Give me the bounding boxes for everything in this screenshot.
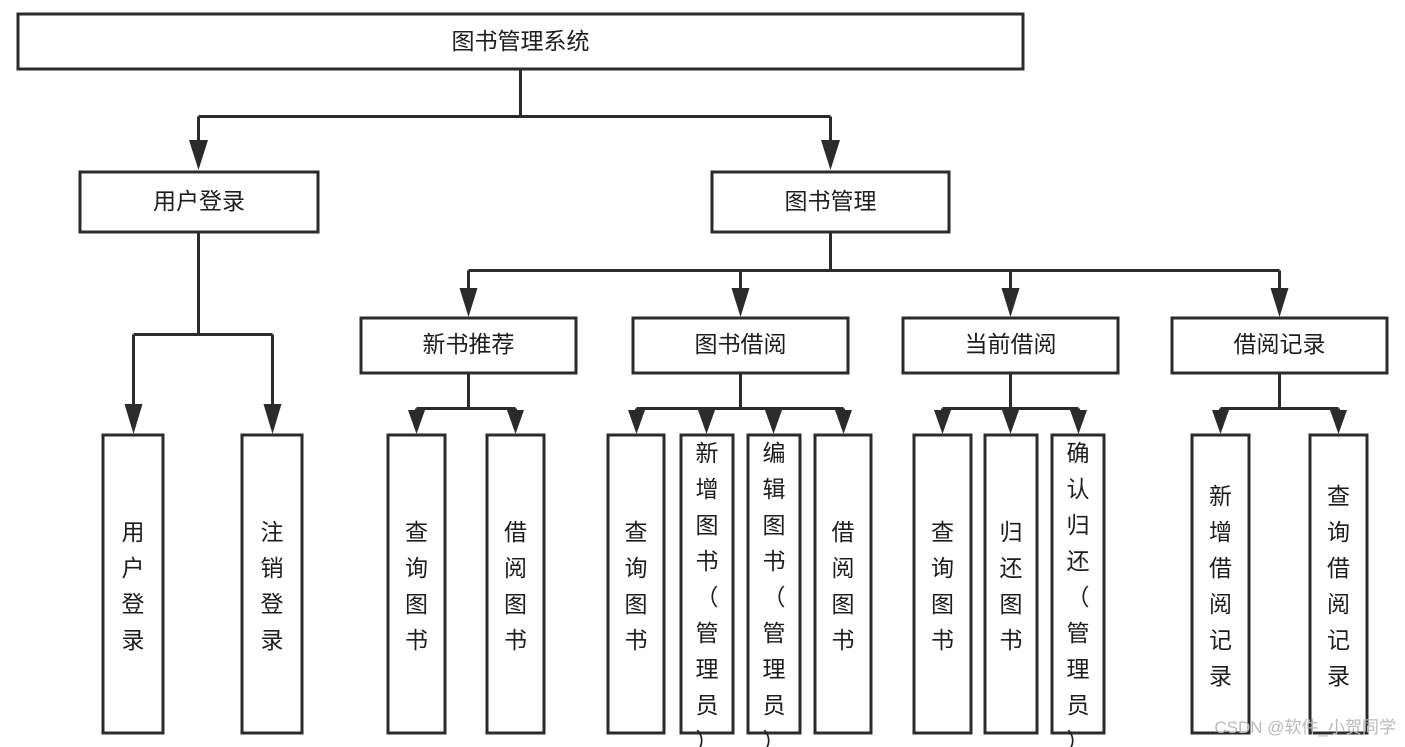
node-leaf-return-book-box[interactable] (983, 433, 1039, 735)
node-leaf-borrow-book-recommend-label: 借阅图书 (504, 519, 527, 653)
node-leaf-add-borrow-record-box[interactable] (1190, 433, 1251, 735)
arrow-head-leaf-confirm-return (1070, 410, 1087, 434)
node-root[interactable]: 图书管理系统 (16, 12, 1025, 71)
arrow-head-borrow-record (1270, 288, 1289, 317)
node-leaf-add-borrow-record-label: 新增借阅记录 (1209, 483, 1232, 689)
node-leaf-query-book-borrow-box[interactable] (606, 433, 666, 735)
node-leaf-add-book-box[interactable] (679, 433, 735, 735)
node-leaf-query-book-current[interactable] (912, 433, 973, 735)
node-leaf-confirm-return-box[interactable] (1050, 433, 1106, 735)
node-leaf-logout-label: 注销登录 (261, 519, 284, 653)
node-leaf-borrow-book-recommend[interactable] (485, 433, 546, 735)
node-book-borrow-box[interactable] (631, 316, 850, 375)
node-leaf-confirm-return[interactable] (1050, 433, 1106, 735)
arrow-head-leaf-borrow-book (835, 410, 852, 434)
node-leaf-query-borrow-record-box[interactable] (1308, 433, 1369, 735)
node-leaf-edit-book[interactable] (746, 433, 802, 735)
arrow-head-leaf-return-book (1002, 410, 1019, 434)
node-book-manage-label: 图书管理 (785, 188, 877, 214)
node-book-borrow[interactable]: 图书借阅 (631, 316, 850, 375)
arrow-head-leaf-query-book-recommend (408, 410, 425, 434)
arrow-head-leaf-borrow-book-recommend (507, 410, 524, 434)
node-book-borrow-label: 图书借阅 (695, 331, 787, 357)
arrow-head-leaf-add-borrow-record (1212, 410, 1229, 434)
node-borrow-record-box[interactable] (1170, 316, 1389, 375)
node-book-manage-box[interactable] (710, 170, 951, 234)
arrow-head-leaf-query-borrow-record (1330, 410, 1347, 434)
arrow-head-current-borrow (1001, 288, 1020, 317)
node-leaf-query-book-borrow-label: 查询图书 (625, 519, 648, 653)
node-leaf-edit-book-label: 编辑图书（管理员） (763, 440, 786, 747)
arrow-head-user-login (189, 140, 208, 170)
node-leaf-user-login[interactable] (101, 433, 165, 735)
node-leaf-query-book-recommend[interactable] (386, 433, 447, 735)
node-leaf-logout[interactable] (240, 433, 304, 735)
node-new-book-recommend-box[interactable] (359, 316, 578, 375)
node-leaf-query-book-borrow[interactable] (606, 433, 666, 735)
node-leaf-borrow-book-box[interactable] (813, 433, 873, 735)
node-root-label: 图书管理系统 (452, 28, 590, 54)
node-leaf-query-book-current-label: 查询图书 (931, 519, 954, 653)
node-user-login-label: 用户登录 (153, 188, 245, 214)
arrow-head-leaf-add-book (698, 410, 715, 434)
arrow-head-book-borrow (731, 288, 750, 317)
node-book-manage[interactable]: 图书管理 (710, 170, 951, 234)
node-current-borrow[interactable]: 当前借阅 (901, 316, 1120, 375)
arrow-head-leaf-edit-book (765, 410, 782, 434)
leaf-label-layer: 用户登录 注销登录 查询图书 借阅图书 查询图书 新增图书（管理员） 编辑图书（管理员） 借阅… (122, 440, 1351, 747)
node-leaf-query-book-current-box[interactable] (912, 433, 973, 735)
arrow-head-leaf-query-book-current (934, 410, 951, 434)
node-leaf-confirm-return-label: 确认归还（管理员） (1067, 440, 1090, 747)
arrow-head-leaf-user-login (124, 404, 143, 434)
node-root-box[interactable] (16, 12, 1025, 71)
connector-group-book-manage (459, 232, 1289, 317)
node-leaf-borrow-book-label: 借阅图书 (832, 519, 855, 653)
node-leaf-query-book-recommend-box[interactable] (386, 433, 447, 735)
node-leaf-edit-book-box[interactable] (746, 433, 802, 735)
node-leaf-add-book[interactable] (679, 433, 735, 735)
node-leaf-query-borrow-record-label: 查询借阅记录 (1327, 483, 1350, 689)
node-leaf-query-book-recommend-label: 查询图书 (405, 519, 428, 653)
node-leaf-return-book-label: 归还图书 (1000, 519, 1023, 653)
arrow-head-leaf-query-book-borrow (628, 410, 645, 434)
arrow-head-book-manage (821, 140, 840, 170)
connector-group-root (189, 69, 840, 170)
connector-group-current-borrow (934, 373, 1087, 434)
node-leaf-return-book[interactable] (983, 433, 1039, 735)
node-user-login[interactable]: 用户登录 (78, 170, 320, 234)
node-leaf-add-borrow-record[interactable] (1190, 433, 1251, 735)
node-user-login-box[interactable] (78, 170, 320, 234)
connector-group-user-login (124, 232, 282, 434)
node-leaf-user-login-label: 用户登录 (122, 519, 145, 653)
node-new-book-recommend[interactable]: 新书推荐 (359, 316, 578, 375)
node-leaf-query-borrow-record[interactable] (1308, 433, 1369, 735)
connector-group-borrow-record (1212, 373, 1347, 434)
node-current-borrow-label: 当前借阅 (965, 331, 1057, 357)
connector-group-new-book-recommend (408, 373, 524, 434)
node-leaf-add-book-label: 新增图书（管理员） (696, 440, 719, 747)
csdn-watermark: CSDN @软件_小贺同学 (1214, 718, 1396, 737)
arrow-head-new-book-recommend (459, 288, 478, 317)
node-current-borrow-box[interactable] (901, 316, 1120, 375)
node-leaf-borrow-book-recommend-box[interactable] (485, 433, 546, 735)
node-leaf-logout-box[interactable] (240, 433, 304, 735)
connector-group-book-borrow (628, 373, 852, 434)
node-borrow-record[interactable]: 借阅记录 (1170, 316, 1389, 375)
node-leaf-borrow-book[interactable] (813, 433, 873, 735)
arrow-head-leaf-logout (263, 404, 282, 434)
node-leaf-user-login-box[interactable] (101, 433, 165, 735)
node-new-book-recommend-label: 新书推荐 (423, 331, 515, 357)
node-borrow-record-label: 借阅记录 (1234, 331, 1326, 357)
